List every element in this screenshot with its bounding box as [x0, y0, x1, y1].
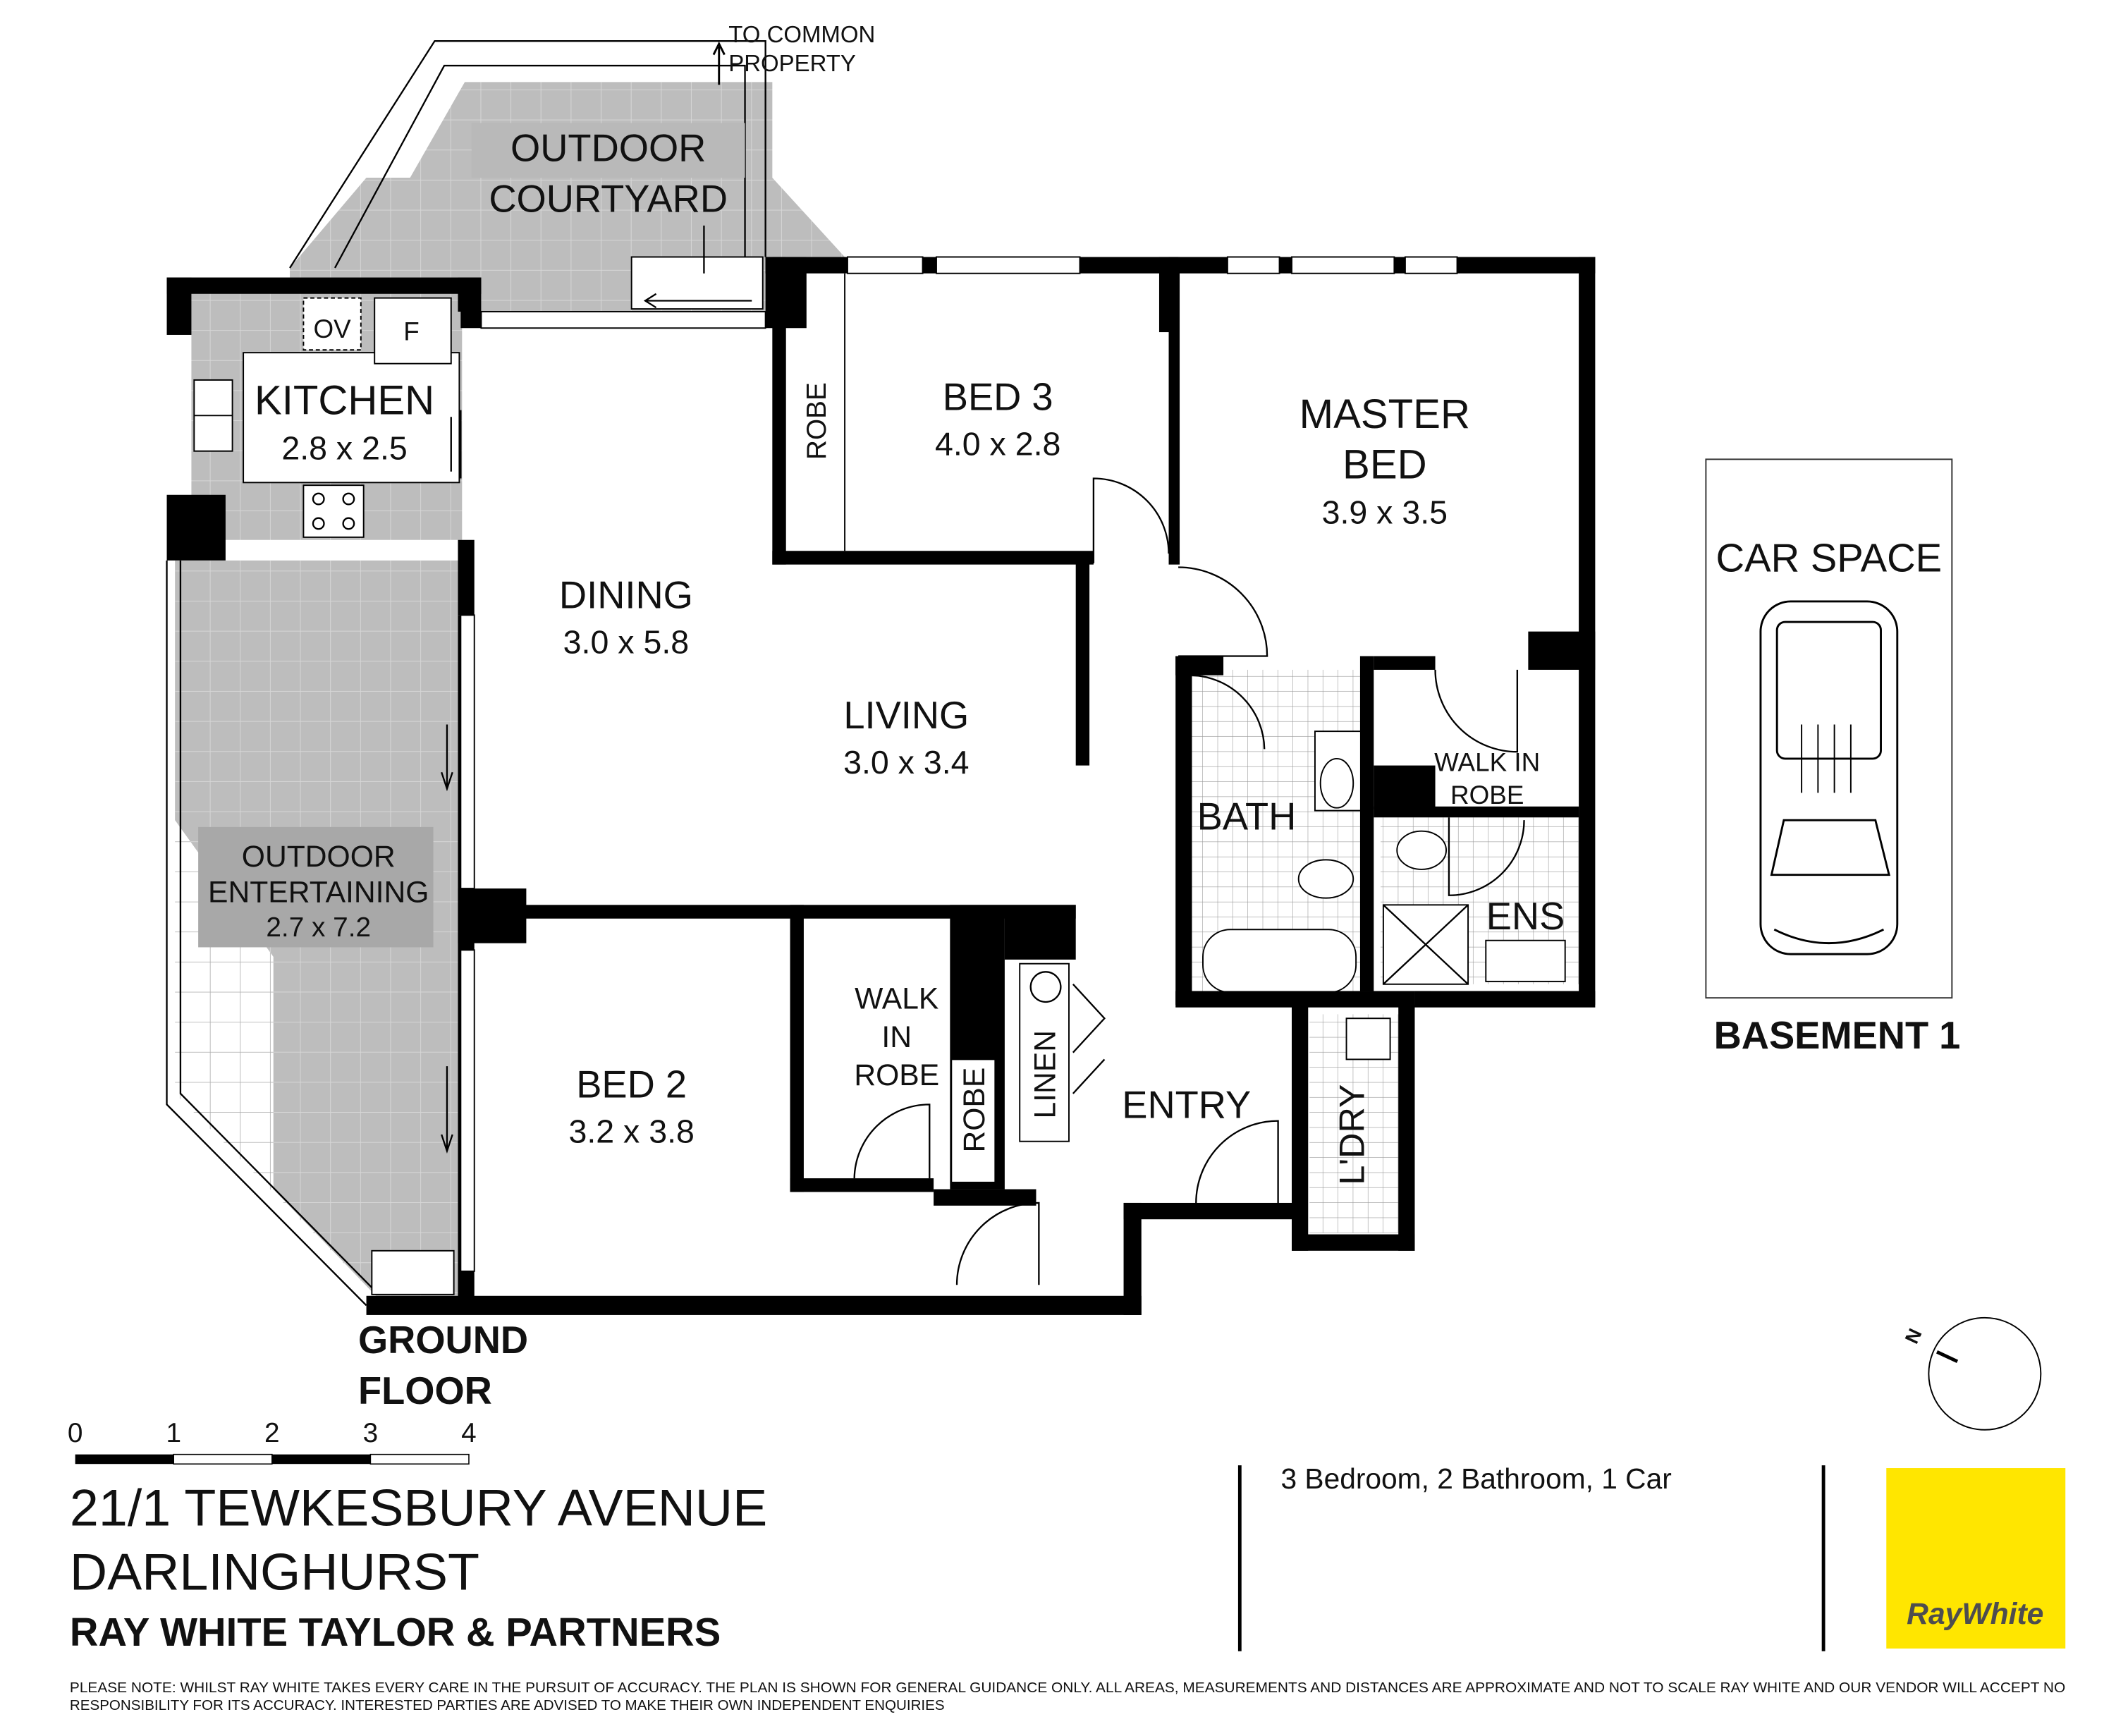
laundry-label: L'DRY — [1332, 1084, 1372, 1185]
bed2-label: BED 2 — [576, 1063, 687, 1106]
courtyard-label-2: COURTYARD — [489, 177, 728, 220]
dining-label: DINING — [559, 574, 693, 617]
scale-bar: 0 1 2 3 4 — [68, 1418, 477, 1465]
sliding-door-arrow-icon — [643, 293, 752, 309]
bathtub-icon — [1202, 929, 1357, 994]
toilet-icon — [1319, 757, 1354, 809]
ens-label: ENS — [1486, 895, 1565, 938]
car-icon — [1759, 600, 1899, 955]
wir-master-label-1: WALK IN — [1434, 747, 1540, 776]
kitchen-label: KITCHEN — [255, 377, 434, 423]
logo-text: RayWhite — [1907, 1597, 2043, 1631]
bath-toilet-icon — [1297, 859, 1354, 899]
ground-floor-label-2: FLOOR — [358, 1369, 492, 1412]
bed3-label: BED 3 — [943, 376, 1053, 419]
master-size: 3.9 x 3.5 — [1322, 494, 1448, 530]
bath-label: BATH — [1197, 795, 1297, 838]
walls — [166, 256, 1596, 1315]
wir-master-label-2: ROBE — [1450, 781, 1524, 809]
master-label-2: BED — [1343, 442, 1427, 488]
address-line-2: DARLINGHURST — [70, 1543, 479, 1601]
living-size: 3.0 x 3.4 — [843, 744, 969, 781]
ground-floor-label-1: GROUND — [358, 1319, 528, 1362]
courtyard-label-1: OUTDOOR — [510, 127, 706, 170]
property-summary: 3 Bedroom, 2 Bathroom, 1 Car — [1280, 1462, 1671, 1495]
fridge-label: F — [403, 317, 420, 346]
car-space-label: CAR SPACE — [1716, 535, 1943, 580]
outdoor-entertaining: OUTDOOR ENTERTAINING 2.7 x 7.2 — [166, 560, 458, 1307]
master-label-1: MASTER — [1299, 391, 1470, 437]
laundry-tub-icon — [1345, 1017, 1391, 1060]
bed2-wir-label-2: IN — [881, 1020, 912, 1054]
scale-tick-2: 2 — [264, 1418, 280, 1448]
ray-white-logo: RayWhite — [1886, 1468, 2066, 1649]
common-label-2: PROPERTY — [728, 50, 856, 76]
disclaimer-line-1: PLEASE NOTE: WHILST RAY WHITE TAKES EVER… — [70, 1680, 2065, 1696]
car-space: CAR SPACE BASEMENT 1 — [1705, 458, 1961, 1057]
ens-vanity-icon — [1485, 939, 1566, 982]
bed2-wir-label-1: WALK — [855, 982, 938, 1016]
disclaimer-line-2: RESPONSIBILITY FOR ITS ACCURACY. INTERES… — [70, 1697, 945, 1713]
arrow-up-icon — [712, 41, 726, 85]
dining-size: 3.0 x 5.8 — [563, 624, 689, 661]
bed3-robe-label: ROBE — [802, 382, 832, 460]
bed2-wir-label-3: ROBE — [854, 1058, 939, 1092]
ens-toilet-icon — [1396, 830, 1448, 870]
living-label: LIVING — [843, 694, 969, 737]
kitchen-size: 2.8 x 2.5 — [281, 429, 407, 466]
entertaining-label-2: ENTERTAINING — [208, 875, 429, 909]
kitchen: OV F KITCHEN 2.8 x 2.5 — [191, 293, 463, 540]
agency-name: RAY WHITE TAYLOR & PARTNERS — [70, 1610, 721, 1654]
oven-label: OV — [314, 314, 352, 343]
scale-tick-1: 1 — [166, 1418, 181, 1448]
doors — [450, 410, 1525, 1285]
linen-label: LINEN — [1029, 1030, 1063, 1119]
scale-tick-3: 3 — [363, 1418, 379, 1448]
address-line-1: 21/1 TEWKESBURY AVENUE — [70, 1478, 767, 1536]
compass-north-label: N — [1900, 1325, 1926, 1347]
cooktop-icon — [302, 484, 365, 538]
scale-tick-4: 4 — [461, 1418, 477, 1448]
bed3-size: 4.0 x 2.8 — [935, 426, 1060, 463]
common-label-1: TO COMMON — [728, 21, 875, 47]
outdoor-courtyard: OUTDOOR COURTYARD TO COMMON PROPERTY — [289, 21, 875, 312]
scale-tick-0: 0 — [68, 1418, 83, 1448]
basement-label: BASEMENT 1 — [1714, 1014, 1961, 1057]
entertaining-label-1: OUTDOOR — [242, 840, 396, 874]
bed2-size: 3.2 x 3.8 — [568, 1113, 694, 1150]
bed2-robe-label: ROBE — [958, 1068, 991, 1153]
compass-icon: N — [1900, 1316, 2042, 1431]
entertaining-size: 2.7 x 7.2 — [266, 912, 371, 943]
entry-label: ENTRY — [1122, 1084, 1251, 1127]
